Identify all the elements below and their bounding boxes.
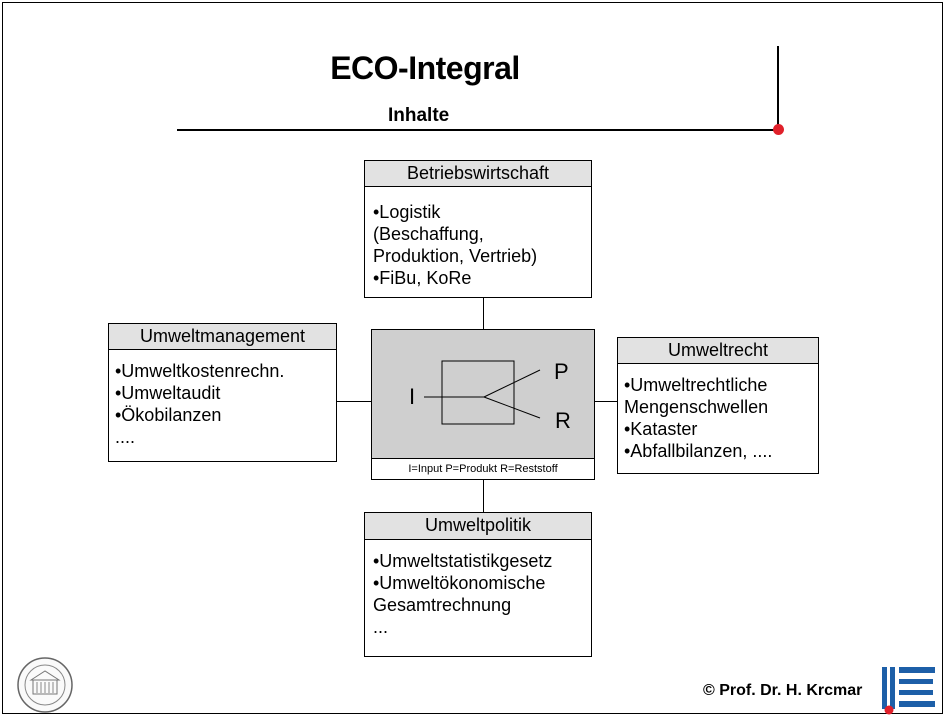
list-item: •FiBu, KoRe bbox=[373, 268, 472, 288]
slide-title: ECO-Integral bbox=[330, 50, 520, 86]
university-seal-icon bbox=[17, 657, 73, 713]
box-header-umweltpolitik: Umweltpolitik bbox=[364, 512, 592, 540]
box-header-betriebswirtschaft: Betriebswirtschaft bbox=[364, 160, 592, 187]
list-item: •Umweltrechtliche bbox=[624, 375, 768, 395]
center-process-box: I P R bbox=[371, 329, 595, 459]
product-label: P bbox=[554, 359, 569, 384]
copyright-text: © Prof. Dr. H. Krcmar bbox=[703, 682, 863, 699]
connector-left bbox=[337, 401, 372, 402]
connector-bottom bbox=[483, 480, 484, 512]
list-item: •Logistik bbox=[373, 202, 441, 222]
list-item: •Umweltkostenrechn. bbox=[115, 361, 285, 381]
connector-right bbox=[594, 401, 617, 402]
list-item: •Kataster bbox=[624, 419, 698, 439]
connector-top bbox=[483, 297, 484, 330]
list-item: •Umweltstatistikgesetz bbox=[373, 551, 553, 571]
box-header-umweltmanagement: Umweltmanagement bbox=[108, 323, 337, 350]
box-body-umweltmanagement: •Umweltkostenrechn. •Umweltaudit •Ökobil… bbox=[108, 349, 337, 462]
list-item: •Umweltökonomische bbox=[373, 573, 546, 593]
residue-label: R bbox=[555, 408, 571, 433]
process-rect bbox=[441, 360, 515, 425]
list-item: Produktion, Vertrieb) bbox=[373, 246, 538, 266]
title-underline bbox=[177, 129, 780, 131]
list-item: •Ökobilanzen bbox=[115, 405, 222, 425]
center-legend: I=Input P=Produkt R=Reststoff bbox=[371, 458, 595, 480]
list-item: •Umweltaudit bbox=[115, 383, 221, 403]
product-arrow bbox=[483, 369, 541, 398]
list-item: .... bbox=[115, 427, 136, 447]
residue-arrow bbox=[483, 396, 541, 419]
process-diagram bbox=[424, 360, 541, 425]
list-item: Gesamtrechnung bbox=[373, 595, 512, 615]
list-item: Mengenschwellen bbox=[624, 397, 769, 417]
tum-style-logo-icon bbox=[882, 667, 935, 715]
box-body-betriebswirtschaft: •Logistik (Beschaffung, Produktion, Vert… bbox=[364, 186, 592, 298]
list-item: (Beschaffung, bbox=[373, 224, 484, 244]
title-red-dot bbox=[773, 124, 784, 135]
input-label: I bbox=[409, 384, 416, 409]
title-vertical-rule bbox=[777, 46, 779, 129]
slide-subtitle: Inhalte bbox=[388, 105, 450, 126]
box-body-umweltrecht: •Umweltrechtliche Mengenschwellen •Katas… bbox=[617, 363, 819, 474]
box-header-umweltrecht: Umweltrecht bbox=[617, 337, 819, 364]
list-item: •Abfallbilanzen, .... bbox=[624, 441, 773, 461]
list-item: ... bbox=[373, 617, 389, 637]
box-body-umweltpolitik: •Umweltstatistikgesetz •Umweltökonomisch… bbox=[364, 539, 592, 657]
